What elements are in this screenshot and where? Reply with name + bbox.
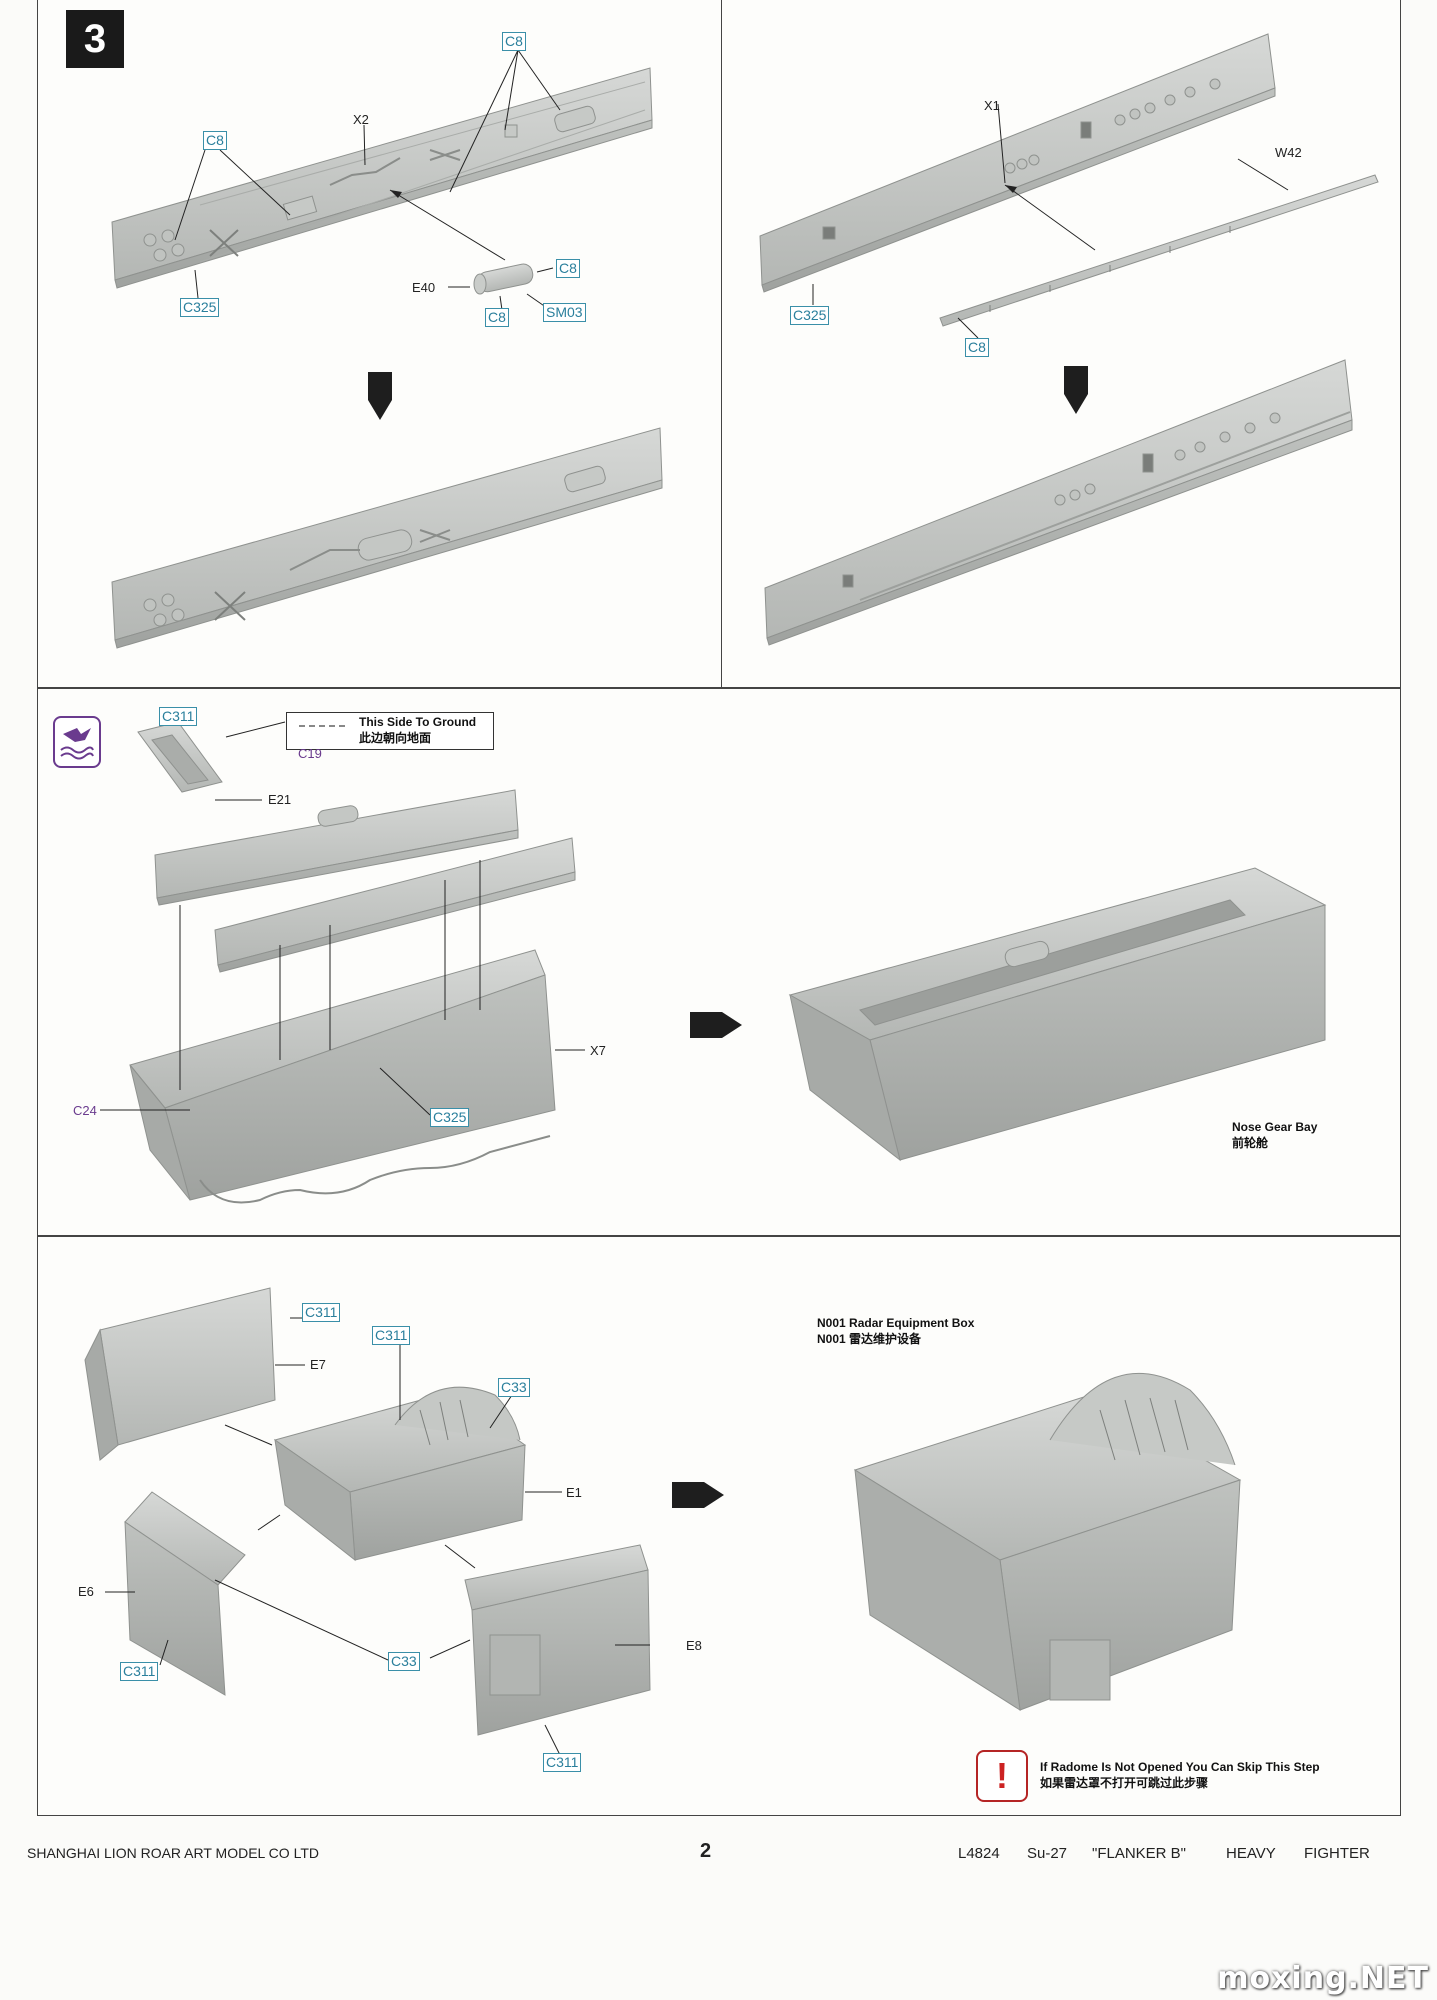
part-label-e1: E1 <box>566 1485 582 1500</box>
panel-part-e6 <box>124 1491 246 1696</box>
arrow-down-icon <box>1064 366 1088 414</box>
body-part-e1 <box>273 1386 527 1562</box>
result-title-en: N001 Radar Equipment Box <box>817 1316 975 1330</box>
panel-part-e7 <box>84 1287 276 1461</box>
arrow-right-icon <box>672 1482 724 1508</box>
part-code-c311-d: C311 <box>543 1753 582 1772</box>
part-label-e8: E8 <box>686 1638 702 1653</box>
part-code-c325: C325 <box>790 306 830 325</box>
part-label-e6: E6 <box>78 1584 94 1599</box>
part-code-c8-left: C8 <box>203 131 227 150</box>
part-code-c8-top: C8 <box>502 32 526 51</box>
part-label-x7: X7 <box>590 1043 606 1058</box>
footer-model: Su-27 <box>1027 1845 1068 1862</box>
strip-part-x1 <box>759 33 1276 293</box>
part-code-c311-c: C311 <box>120 1662 159 1681</box>
decal-preview <box>299 725 345 735</box>
result-title-zh: 前轮舱 <box>1232 1136 1269 1150</box>
warning-note-zh: 如果雷达罩不打开可跳过此步骤 <box>1040 1776 1209 1790</box>
sidewall-assembled <box>111 427 663 649</box>
part-label-x1: X1 <box>984 98 1000 113</box>
part-label-w42: W42 <box>1275 145 1302 160</box>
sidewall-part-in-bay <box>154 789 519 906</box>
ground-note-en: This Side To Ground <box>359 715 477 729</box>
radar-box-assembled <box>853 1372 1242 1711</box>
part-label-e7: E7 <box>310 1357 326 1372</box>
result-title-zh: N001 雷达维护设备 <box>817 1332 922 1346</box>
part-code-sm03: SM03 <box>543 303 586 322</box>
part-code-c311-a: C311 <box>302 1303 341 1322</box>
part-code-c8-e40-right: C8 <box>556 259 580 278</box>
part-code-c8-e40-bottom: C8 <box>485 308 509 327</box>
decal-ground-callout: This Side To Ground 此边朝向地面 <box>286 712 494 750</box>
result-title-en: Nose Gear Bay <box>1232 1120 1318 1134</box>
footer-name: "FLANKER B" <box>1092 1845 1187 1862</box>
footer-kit-number: L4824 <box>958 1845 1000 1862</box>
decal-label-c19: C19 <box>298 746 322 761</box>
arrow-down-icon <box>368 372 392 420</box>
part-code-c33-b: C33 <box>388 1652 420 1671</box>
part-label-e40: E40 <box>412 280 436 295</box>
sidewall-part-x2 <box>111 67 653 289</box>
page-number: 2 <box>700 1840 712 1862</box>
footer-company: SHANGHAI LION ROAR ART MODEL CO LTD <box>27 1845 319 1861</box>
nose-gear-bay-assembled <box>788 867 1327 1162</box>
warning-icon: ! <box>976 1750 1028 1802</box>
part-label-e21: E21 <box>268 792 292 807</box>
bay-part-x7 <box>129 949 556 1204</box>
part-code-c325-bay: C325 <box>430 1108 470 1127</box>
strip-assembled <box>764 359 1353 646</box>
rod-part-w42 <box>939 174 1379 327</box>
part-label-x2: X2 <box>353 112 369 127</box>
warning-note-en: If Radome Is Not Opened You Can Skip Thi… <box>1040 1760 1320 1774</box>
panel-part-e8 <box>464 1544 651 1736</box>
decal-label-c24: C24 <box>73 1103 97 1118</box>
footer-word-fighter: FIGHTER <box>1304 1845 1370 1862</box>
ground-note-zh: 此边朝向地面 <box>359 731 432 745</box>
part-code-c311: C311 <box>159 707 198 726</box>
part-code-c33-a: C33 <box>498 1378 530 1397</box>
arrow-right-icon <box>690 1012 742 1038</box>
footer-word-heavy: HEAVY <box>1226 1845 1276 1862</box>
part-code-c311-b: C311 <box>372 1326 411 1345</box>
part-code-c325: C325 <box>180 298 220 317</box>
strip-part-in-bay <box>214 837 576 973</box>
paint-decal-icon <box>53 716 101 768</box>
cylinder-part-e40 <box>473 263 534 295</box>
frame-part-e21 <box>137 721 223 793</box>
step-number: 3 <box>66 10 124 68</box>
part-code-c8: C8 <box>965 338 989 357</box>
watermark: moxing.NET <box>1217 1961 1429 1996</box>
